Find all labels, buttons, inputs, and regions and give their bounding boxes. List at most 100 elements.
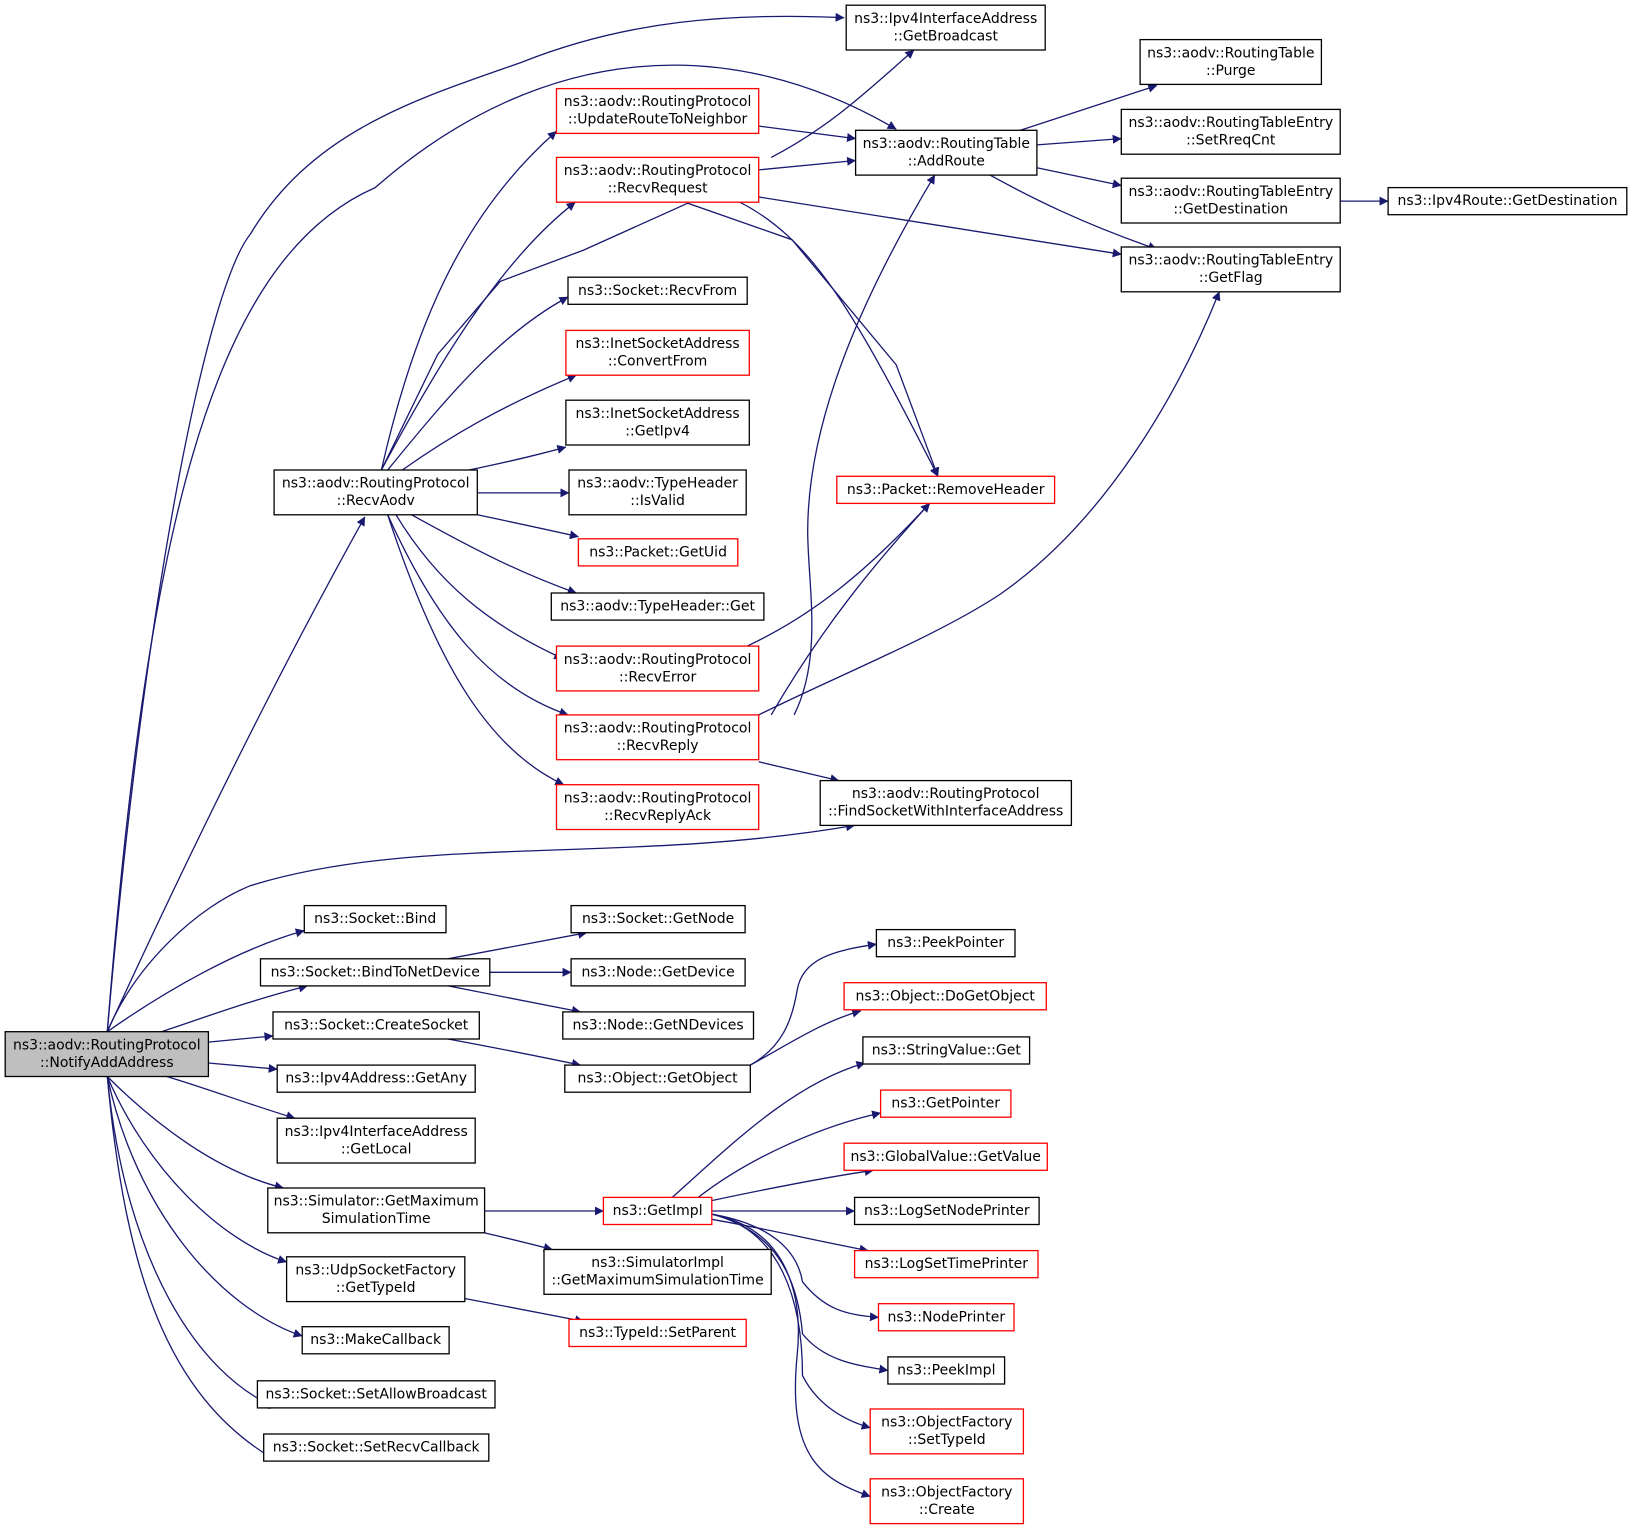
node-createsk[interactable]: ns3::Socket::CreateSocket <box>272 1011 480 1040</box>
node-label: ns3::aodv::RoutingProtocol <box>564 790 752 806</box>
node-getnode[interactable]: ns3::Socket::GetNode <box>570 904 746 934</box>
node-box <box>565 329 750 376</box>
node-getipv4[interactable]: ns3::InetSocketAddress::GetIpv4 <box>565 399 750 446</box>
node-recvreq[interactable]: ns3::aodv::RoutingProtocol::RecvRequest <box>555 156 760 203</box>
node-purge[interactable]: ns3::aodv::RoutingTable::Purge <box>1139 38 1323 86</box>
node-getbcast[interactable]: ns3::Ipv4InterfaceAddress::GetBroadcast <box>845 4 1046 51</box>
node-setrreq[interactable]: ns3::aodv::RoutingTableEntry::SetRreqCnt <box>1120 108 1341 155</box>
node-convfrom[interactable]: ns3::InetSocketAddress::ConvertFrom <box>565 329 750 376</box>
node-recvack[interactable]: ns3::aodv::RoutingProtocol::RecvReplyAck <box>555 784 760 831</box>
edge-recvrep-to-addroute <box>793 174 936 716</box>
node-recvfrom[interactable]: ns3::Socket::RecvFrom <box>567 276 748 305</box>
node-ofsettid[interactable]: ns3::ObjectFactory::SetTypeId <box>869 1408 1025 1455</box>
node-getptr[interactable]: ns3::GetPointer <box>879 1089 1012 1118</box>
node-ofcreate[interactable]: ns3::ObjectFactory::Create <box>869 1478 1025 1525</box>
node-label: ns3::aodv::RoutingProtocol <box>564 652 752 668</box>
node-mkcb[interactable]: ns3::MakeCallback <box>301 1326 450 1355</box>
edge-notify-to-bind <box>106 928 305 1033</box>
edge-getobj-to-peekptr <box>749 940 877 1066</box>
node-label: ns3::aodv::TypeHeader::Get <box>560 599 755 615</box>
edge-recvaodv-to-recverr <box>395 514 564 660</box>
node-box <box>256 1380 496 1409</box>
node-label: ns3::aodv::RoutingProtocol <box>13 1037 201 1053</box>
node-label: ns3::Simulator::GetMaximum <box>274 1194 479 1210</box>
edge-addroute-to-getdest <box>1036 167 1122 189</box>
node-addroute[interactable]: ns3::aodv::RoutingTable::AddRoute <box>854 129 1038 176</box>
node-simmax[interactable]: ns3::Simulator::GetMaximumSimulationTime <box>267 1187 486 1234</box>
node-recvrep[interactable]: ns3::aodv::RoutingProtocol::RecvReply <box>555 714 760 761</box>
node-setparent[interactable]: ns3::TypeId::SetParent <box>568 1318 747 1348</box>
node-label: ns3::Ipv4Address::GetAny <box>285 1071 467 1087</box>
node-recverr[interactable]: ns3::aodv::RoutingProtocol::RecvError <box>555 645 760 692</box>
node-recvaodv[interactable]: ns3::aodv::RoutingProtocol::RecvAodv <box>273 469 478 516</box>
node-label: ns3::Socket::SetRecvCallback <box>273 1440 481 1456</box>
edge-recvrep-to-getflag <box>758 291 1221 716</box>
node-box <box>555 714 760 761</box>
node-getdev[interactable]: ns3::Node::GetDevice <box>570 958 746 987</box>
node-getuid[interactable]: ns3::Packet::GetUid <box>577 538 739 567</box>
node-logtime[interactable]: ns3::LogSetTimePrinter <box>853 1249 1039 1279</box>
edge-addroute-to-getflag <box>989 174 1158 251</box>
edge-getimpl-to-ofsettid <box>711 1213 871 1430</box>
node-simimpl[interactable]: ns3::SimulatorImpl::GetMaximumSimulation… <box>543 1248 772 1295</box>
node-thget[interactable]: ns3::aodv::TypeHeader::Get <box>550 592 765 621</box>
node-label: ns3::Socket::GetNode <box>582 911 734 927</box>
edge-recverr-to-rmheader <box>746 502 931 647</box>
node-box <box>555 784 760 831</box>
node-getany[interactable]: ns3::Ipv4Address::GetAny <box>276 1064 476 1093</box>
node-setrecvcb[interactable]: ns3::Socket::SetRecvCallback <box>263 1433 490 1462</box>
node-ipv4dest[interactable]: ns3::Ipv4Route::GetDestination <box>1387 186 1628 216</box>
edge-notify-to-mkcb <box>106 1076 303 1338</box>
edge-recvaodv-to-updroute <box>380 130 557 471</box>
node-findsock[interactable]: ns3::aodv::RoutingProtocol::FindSocketWi… <box>819 779 1073 827</box>
node-peekimpl[interactable]: ns3::PeekImpl <box>887 1356 1006 1385</box>
node-box <box>836 475 1056 505</box>
node-label: ns3::aodv::RoutingProtocol <box>564 163 752 179</box>
node-nodeprt[interactable]: ns3::NodePrinter <box>877 1303 1015 1332</box>
node-box <box>879 1089 1012 1118</box>
node-box <box>862 1036 1031 1065</box>
node-getflag[interactable]: ns3::aodv::RoutingTableEntry::GetFlag <box>1120 246 1341 293</box>
node-label: ns3::aodv::RoutingProtocol <box>282 476 470 492</box>
node-label: ns3::Object::GetObject <box>578 1071 739 1087</box>
node-isvalid[interactable]: ns3::aodv::TypeHeader::IsValid <box>568 469 747 516</box>
edge-recvaodv-to-recvreq <box>380 201 576 471</box>
node-getobj[interactable]: ns3::Object::GetObject <box>564 1064 751 1093</box>
node-getlocal[interactable]: ns3::Ipv4InterfaceAddress::GetLocal <box>276 1117 476 1164</box>
node-peekptr[interactable]: ns3::PeekPointer <box>875 928 1016 958</box>
node-box <box>853 1249 1039 1279</box>
node-label: ::UpdateRouteToNeighbor <box>568 112 748 128</box>
node-label: ns3::aodv::RoutingProtocol <box>564 94 752 110</box>
node-lognode[interactable]: ns3::LogSetNodePrinter <box>853 1196 1040 1226</box>
node-box <box>555 156 760 203</box>
edge-recvaodv-to-recvack <box>387 514 565 786</box>
node-box <box>276 1064 476 1093</box>
edge-recvaodv-to-thget <box>411 514 577 595</box>
node-box <box>543 1248 772 1295</box>
node-label: ns3::LogSetTimePrinter <box>865 1256 1029 1272</box>
node-gvget[interactable]: ns3::GlobalValue::GetValue <box>843 1142 1048 1171</box>
node-allowbc[interactable]: ns3::Socket::SetAllowBroadcast <box>256 1380 496 1409</box>
node-updroute[interactable]: ns3::aodv::RoutingProtocol::UpdateRouteT… <box>555 87 760 135</box>
node-box <box>602 1196 713 1226</box>
node-strget[interactable]: ns3::StringValue::Get <box>862 1036 1031 1065</box>
node-dogetobj[interactable]: ns3::Object::DoGetObject <box>843 982 1047 1011</box>
node-label: ::GetTypeId <box>336 1280 416 1296</box>
edge-notify-to-getlocal <box>166 1075 296 1121</box>
node-label: ns3::Ipv4Route::GetDestination <box>1397 193 1617 209</box>
node-getndev[interactable]: ns3::Node::GetNDevices <box>562 1011 755 1040</box>
node-getimpl[interactable]: ns3::GetImpl <box>602 1196 713 1226</box>
node-bindnd[interactable]: ns3::Socket::BindToNetDevice <box>259 958 491 987</box>
node-getdest[interactable]: ns3::aodv::RoutingTableEntry::GetDestina… <box>1120 177 1341 224</box>
node-box <box>1387 186 1628 216</box>
node-label: ::GetBroadcast <box>893 28 998 44</box>
node-udpfact[interactable]: ns3::UdpSocketFactory::GetTypeId <box>285 1256 466 1303</box>
node-rmheader[interactable]: ns3::Packet::RemoveHeader <box>836 475 1056 505</box>
node-notify[interactable]: ns3::aodv::RoutingProtocol::NotifyAddAdd… <box>4 1031 210 1078</box>
node-box <box>843 982 1047 1011</box>
node-label: ns3::Socket::Bind <box>314 911 436 927</box>
edge-recvreq-to-getbcast <box>770 49 915 158</box>
node-label: ns3::Socket::CreateSocket <box>284 1018 469 1034</box>
node-label: ::AddRoute <box>908 153 985 169</box>
node-bind[interactable]: ns3::Socket::Bind <box>303 904 447 934</box>
